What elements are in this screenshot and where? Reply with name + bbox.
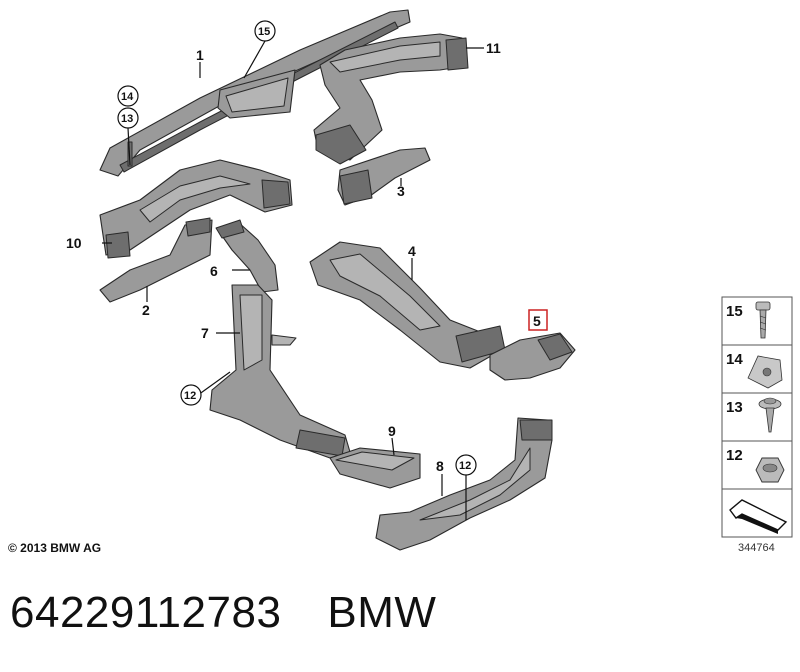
washer-screw-icon xyxy=(758,397,782,433)
copyright-notice: © 2013 BMW AG xyxy=(8,541,102,555)
part-4-center-console-duct xyxy=(309,241,506,369)
front-direction-arrow-icon xyxy=(729,499,788,534)
callout-5-highlight-box xyxy=(528,309,548,331)
callout-4: 4 xyxy=(408,243,416,259)
hex-nut-icon xyxy=(755,457,785,483)
part-8-rear-floor-duct xyxy=(375,417,553,551)
legend-number-12: 12 xyxy=(726,447,743,464)
callout-7: 7 xyxy=(201,325,209,341)
fastener-legend: 15 14 13 12 xyxy=(721,296,793,538)
part-10-left-duct xyxy=(99,159,293,259)
callout-3: 3 xyxy=(397,183,405,199)
part-caption: 64229112783 BMW xyxy=(10,588,436,638)
part-11-center-duct xyxy=(313,33,469,165)
callout-2: 2 xyxy=(142,302,150,318)
part-3-vent-adapter xyxy=(337,147,431,206)
leader-lines xyxy=(102,40,484,520)
legend-number-14: 14 xyxy=(726,351,743,368)
callout-11: 11 xyxy=(486,40,501,56)
screw-icon xyxy=(755,301,771,339)
brand-name: BMW xyxy=(327,588,437,637)
part-7-rear-duct xyxy=(209,284,351,459)
callout-14: 14 xyxy=(121,91,134,103)
callout-13: 13 xyxy=(121,113,133,125)
callout-6: 6 xyxy=(210,263,218,279)
callout-12a-ring xyxy=(180,384,202,406)
part-5-duct-connector xyxy=(489,332,576,381)
diagram-number: 344764 xyxy=(738,542,775,554)
callout-14-ring xyxy=(117,85,139,107)
callout-12b: 12 xyxy=(459,460,471,472)
clip-nut-icon xyxy=(747,355,783,389)
callout-15-ring xyxy=(254,20,276,42)
part-2-footwell-duct xyxy=(99,217,213,303)
legend-number-13: 13 xyxy=(726,399,743,416)
callout-13-ring xyxy=(117,107,139,129)
legend-cell-13 xyxy=(721,392,793,442)
callout-8: 8 xyxy=(436,458,444,474)
callout-12b-ring xyxy=(455,454,477,476)
part-6-elbow-duct xyxy=(215,219,279,293)
callouts: 1 15 14 13 11 3 10 2 6 7 4 5 12 9 8 12 xyxy=(66,20,548,476)
callout-12a: 12 xyxy=(184,390,196,402)
legend-number-15: 15 xyxy=(726,303,743,320)
part-number: 64229112783 xyxy=(10,588,282,637)
callout-1: 1 xyxy=(196,47,204,63)
callout-5: 5 xyxy=(533,313,541,329)
callout-10: 10 xyxy=(66,235,82,251)
callout-15: 15 xyxy=(258,26,270,38)
callout-9: 9 xyxy=(388,423,396,439)
part-9-cover-plate xyxy=(329,447,421,489)
